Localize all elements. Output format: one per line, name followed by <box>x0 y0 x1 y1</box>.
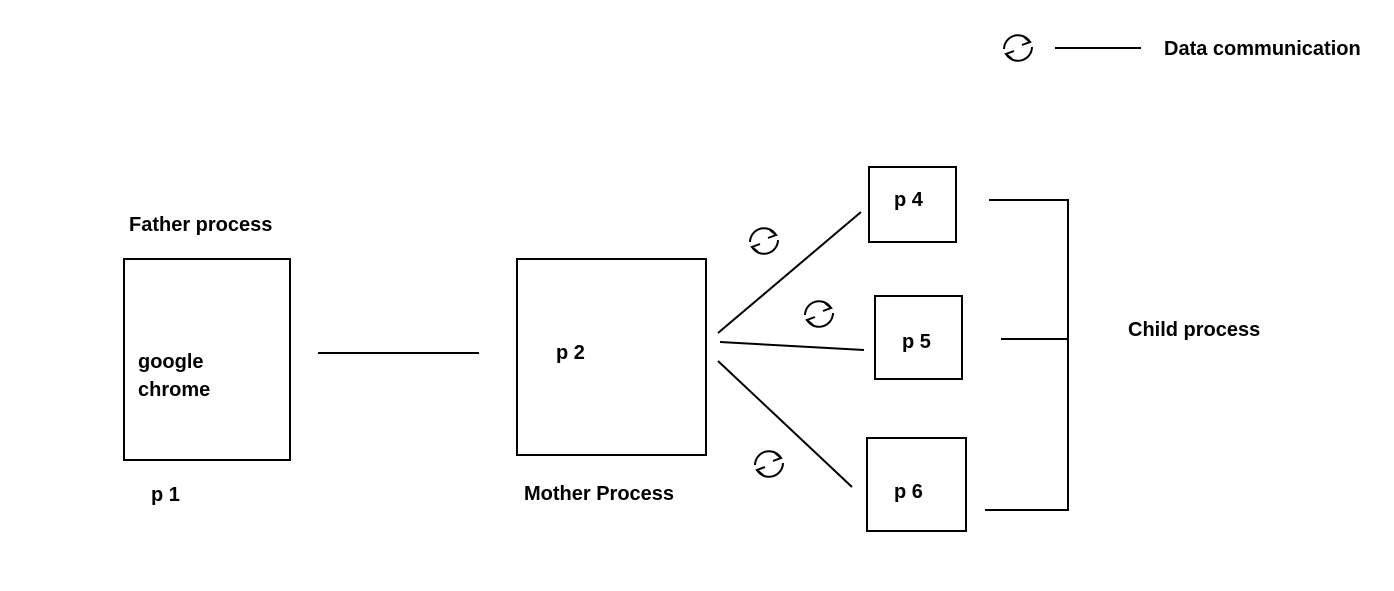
mother-process-content: p 2 <box>556 342 585 364</box>
father-process-heading: Father process <box>129 214 273 236</box>
connector-p2-p4 <box>717 211 862 334</box>
father-process-box: google chrome <box>123 258 291 461</box>
child-process-group-label: Child process <box>1128 319 1261 341</box>
sync-icon-p5 <box>804 300 834 328</box>
child-process-box-p6: p 6 <box>866 437 967 532</box>
father-process-caption: p 1 <box>151 484 180 506</box>
child-process-box-p4: p 4 <box>868 166 957 243</box>
child-process-box-p5: p 5 <box>874 295 963 380</box>
legend-label: Data communication <box>1164 38 1361 60</box>
connector-p2-p5 <box>719 341 865 351</box>
father-process-content-line1: google <box>138 351 204 373</box>
child-group-bracket <box>985 199 1069 511</box>
father-process-content-line2: chrome <box>138 379 211 401</box>
sync-icon-p4 <box>749 227 779 255</box>
child-process-label-p5: p 5 <box>902 331 931 353</box>
legend-sync-icon <box>1003 34 1033 62</box>
child-process-label-p4: p 4 <box>894 189 923 211</box>
sync-icon-p6 <box>754 450 784 478</box>
connector-p2-p6 <box>717 360 853 488</box>
child-process-label-p6: p 6 <box>894 481 923 503</box>
mother-process-box: p 2 <box>516 258 707 456</box>
mother-process-caption: Mother Process <box>524 483 675 505</box>
